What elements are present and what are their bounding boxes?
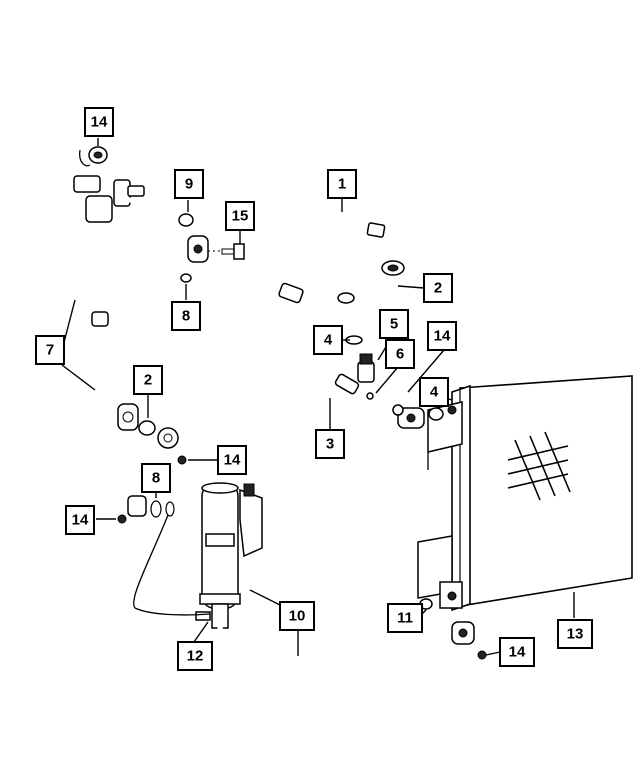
callout-11-o-ring: 11 <box>387 603 423 633</box>
callout-2-o-ring-left: 2 <box>133 365 163 395</box>
callout-label: 4 <box>430 384 439 401</box>
o-ring-left <box>138 420 156 436</box>
callout-14-nut-lower-left: 14 <box>65 505 95 535</box>
callout-13-condenser: 13 <box>557 619 593 649</box>
o-ring-8-top <box>180 273 192 283</box>
callout-label: 14 <box>72 512 89 529</box>
callout-4-o-ring-condenser: 4 <box>419 377 449 407</box>
callout-15-bolt: 15 <box>225 201 255 231</box>
callout-label: 9 <box>185 176 193 193</box>
callout-label: 13 <box>567 626 584 643</box>
callout-14-nut-lower-right: 14 <box>499 637 535 667</box>
callout-label: 14 <box>434 328 451 345</box>
callout-4-o-ring-switch: 4 <box>313 325 343 355</box>
callout-label: 1 <box>338 176 346 193</box>
callout-label: 7 <box>46 342 54 359</box>
callout-label: 12 <box>187 648 204 665</box>
callout-12-receiver-drier: 12 <box>177 641 213 671</box>
nut-lower-left <box>117 514 127 524</box>
callout-14-grommet: 14 <box>84 107 114 137</box>
callout-1-discharge-hose: 1 <box>327 169 357 199</box>
callout-14-nut-left: 14 <box>217 445 247 475</box>
discharge-hose <box>157 219 405 449</box>
callout-label: 6 <box>396 346 404 363</box>
callout-label: 14 <box>509 644 526 661</box>
o-ring-9 <box>178 213 194 227</box>
hose-connection <box>133 514 211 616</box>
callout-label: 14 <box>91 114 108 131</box>
o-ring-lower-left <box>150 500 162 518</box>
callout-8-o-ring-top: 8 <box>171 301 201 331</box>
callout-6-switch: 6 <box>385 339 415 369</box>
callout-label: 11 <box>397 610 413 627</box>
callout-9-o-ring: 9 <box>174 169 204 199</box>
callout-label: 4 <box>324 332 333 349</box>
callout-14-nut-condenser: 14 <box>427 321 457 351</box>
callout-label: 14 <box>224 452 241 469</box>
receiver-drier <box>195 482 263 629</box>
callout-10-liquid-line: 10 <box>279 601 315 631</box>
bolt-15 <box>208 243 245 260</box>
callout-8-o-ring-lower: 8 <box>141 463 171 493</box>
callout-2-o-ring-right: 2 <box>423 273 453 303</box>
suction-hose <box>295 292 425 430</box>
pressure-switch <box>345 335 375 400</box>
liquid-line <box>217 598 487 672</box>
condenser <box>417 375 633 612</box>
liquid-line-assembly <box>15 146 209 517</box>
callout-label: 15 <box>232 208 249 225</box>
o-ring-condenser <box>428 407 444 421</box>
callout-label: 5 <box>390 316 398 333</box>
callout-label: 10 <box>289 608 306 625</box>
nut-left <box>177 455 187 465</box>
nut-condenser-top <box>392 404 404 416</box>
callout-label: 2 <box>434 280 442 297</box>
callout-7-liquid-line: 7 <box>35 335 65 365</box>
callout-label: 2 <box>144 372 152 389</box>
callout-5-switch: 5 <box>379 309 409 339</box>
callout-label: 3 <box>326 436 334 453</box>
callout-3-suction-hose: 3 <box>315 429 345 459</box>
callout-label: 8 <box>182 308 190 325</box>
callout-label: 8 <box>152 470 160 487</box>
